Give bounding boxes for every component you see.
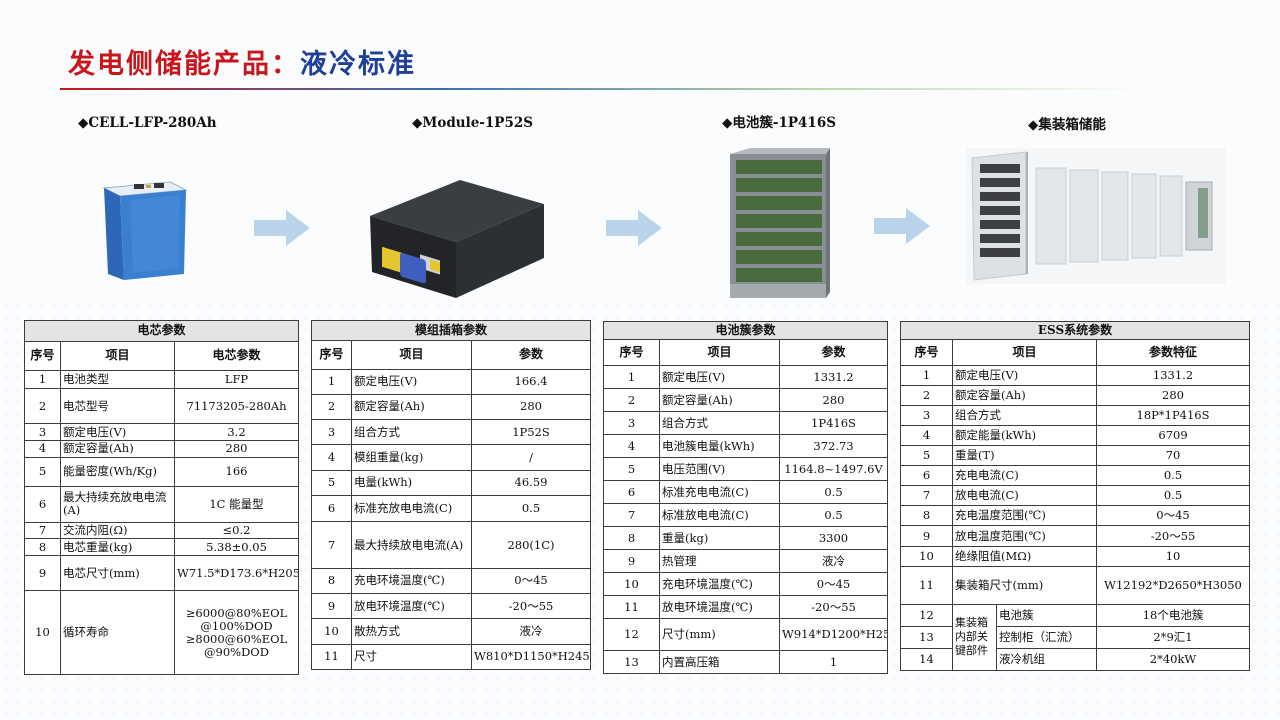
caption-module: ◆Module-1P52S — [412, 115, 533, 131]
header-item: 项目 — [60, 340, 175, 372]
header-value: 参数 — [779, 339, 888, 366]
caption-cluster: ◆电池簇-1P416S — [722, 115, 836, 131]
group-label: 集装箱内部关键部件 — [952, 603, 997, 672]
header-value: 参数 — [471, 340, 591, 370]
module-box-image — [370, 180, 544, 298]
battery-cluster-image — [730, 148, 830, 298]
header-index: 序号 — [24, 340, 61, 372]
table-caption: 电池簇参数 — [603, 321, 888, 340]
arrow-right-icon — [874, 208, 930, 244]
header-index: 序号 — [603, 339, 660, 366]
header-index: 序号 — [900, 339, 953, 367]
header-value: 参数特征 — [1095, 339, 1251, 367]
title-underline — [60, 88, 1140, 90]
table-caption: 模组插箱参数 — [311, 319, 591, 342]
page-title-sub: 液冷标准 — [300, 49, 416, 80]
page-title: 发电侧储能产品：液冷标准 — [68, 42, 416, 81]
table-caption: 电芯参数 — [24, 320, 299, 342]
table-caption: ESS系统参数 — [899, 320, 1251, 341]
header-index: 序号 — [311, 340, 352, 370]
header-item: 项目 — [659, 339, 780, 366]
header-item: 项目 — [952, 339, 1097, 367]
header-item: 项目 — [351, 340, 472, 370]
cell-battery-image — [102, 181, 188, 280]
arrow-right-icon — [254, 210, 310, 246]
arrow-right-icon — [606, 210, 662, 246]
caption-cell: ◆CELL-LFP-280Ah — [78, 115, 217, 131]
header-value: 电芯参数 — [174, 340, 299, 372]
table-row: 13 控制柜（汇流） 2*9汇1 — [900, 625, 1251, 649]
page-title-main: 发电侧储能产品： — [68, 49, 300, 80]
table-row: 14 液冷机组 2*40kW — [900, 647, 1251, 672]
caption-container: ◆集装箱储能 — [1028, 117, 1106, 133]
container-storage-image — [966, 148, 1226, 284]
table-row: 12 集装箱内部关键部件 电池簇 18个电池簇 — [900, 603, 1251, 672]
